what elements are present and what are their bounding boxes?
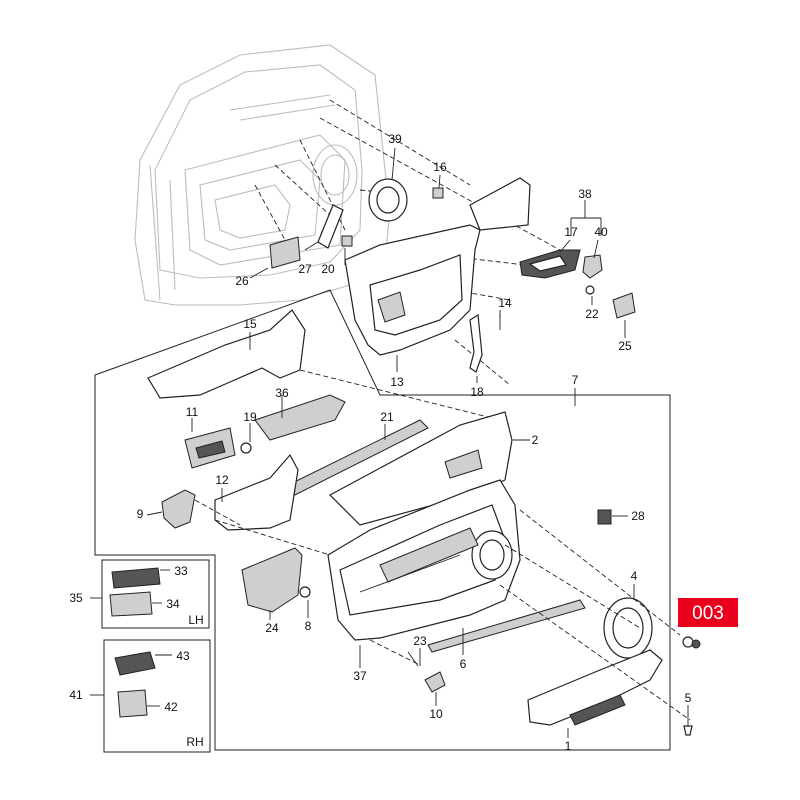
- callout-13: 13: [390, 375, 404, 389]
- clip-8: [299, 586, 311, 598]
- trim-36: [254, 394, 346, 441]
- door-module-13: [344, 177, 531, 356]
- grille-24: [241, 547, 303, 613]
- door-trim-panel: [327, 479, 521, 641]
- highlighted-clip-003: [682, 636, 701, 649]
- alignment-lines-lower: [194, 499, 691, 721]
- badge-label: 003: [692, 603, 724, 624]
- callout-7: 7: [572, 373, 579, 387]
- seal-15: [147, 309, 306, 399]
- callout-40: 40: [594, 225, 608, 239]
- callout-27: 27: [298, 262, 312, 276]
- callout-39: 39: [388, 132, 402, 146]
- callout-8: 8: [305, 619, 312, 633]
- speaker-ring-39: [368, 178, 408, 222]
- end-cap-9: [161, 489, 196, 529]
- callout-33: 33: [174, 564, 188, 578]
- callout-20: 20: [321, 262, 335, 276]
- side-label-rh: RH: [186, 735, 203, 749]
- screw-5: [683, 725, 693, 736]
- callout-21: 21: [380, 410, 394, 424]
- switch-bezel-11: [184, 427, 236, 469]
- callout-11: 11: [186, 405, 199, 419]
- reflector-4: [603, 597, 653, 659]
- upper-trim-2: [329, 411, 513, 526]
- switch-box-rh: [103, 639, 211, 753]
- callout-36: 36: [275, 386, 289, 400]
- callout-43: 43: [176, 649, 190, 663]
- callout-22: 22: [585, 307, 599, 321]
- callout-16: 16: [433, 160, 447, 174]
- clip-19: [240, 442, 252, 454]
- rod-18: [469, 313, 483, 373]
- highlight-badge-003[interactable]: 003: [678, 598, 738, 627]
- callout-10: 10: [429, 707, 443, 721]
- callout-9: 9: [137, 507, 144, 521]
- screw-23: [407, 651, 419, 667]
- callout-4: 4: [631, 569, 638, 583]
- callout-14: 14: [498, 296, 512, 310]
- clip-28: [597, 509, 612, 525]
- clip-16: [432, 187, 444, 199]
- bracket-10: [424, 671, 446, 693]
- callout-19: 19: [243, 410, 257, 424]
- callout-12: 12: [215, 473, 229, 487]
- callout-18: 18: [470, 385, 484, 399]
- callout-37: 37: [353, 669, 367, 683]
- insulator-12: [214, 453, 299, 531]
- armrest-1: [527, 649, 663, 726]
- badge-background: [678, 598, 738, 627]
- clip-20: [341, 235, 353, 247]
- callout-5: 5: [685, 691, 692, 705]
- callout-15: 15: [243, 317, 257, 331]
- callout-1: 1: [565, 739, 572, 753]
- leader-lines: [90, 147, 689, 738]
- callout-17: 17: [564, 225, 578, 239]
- handle-group-38: [519, 249, 636, 319]
- callout-28: 28: [631, 509, 645, 523]
- callout-34: 34: [166, 597, 180, 611]
- callout-41: 41: [69, 688, 83, 702]
- callout-24: 24: [265, 621, 279, 635]
- switch-box-lh: [101, 559, 210, 629]
- callout-23: 23: [413, 634, 427, 648]
- callout-42: 42: [164, 700, 178, 714]
- seal-27: [317, 204, 344, 249]
- pad-26: [269, 236, 301, 269]
- callout-2: 2: [532, 433, 539, 447]
- callout-26: 26: [235, 274, 249, 288]
- callout-labels: 39 16 38 17 40 22 25 14 18 13 20 27 26 1…: [69, 132, 691, 753]
- side-label-lh: LH: [188, 613, 203, 627]
- callout-38: 38: [578, 187, 592, 201]
- callout-25: 25: [618, 339, 632, 353]
- callout-35: 35: [69, 591, 83, 605]
- callout-6: 6: [460, 657, 467, 671]
- group-frame-7: [94, 289, 671, 751]
- strip-6: [427, 599, 586, 653]
